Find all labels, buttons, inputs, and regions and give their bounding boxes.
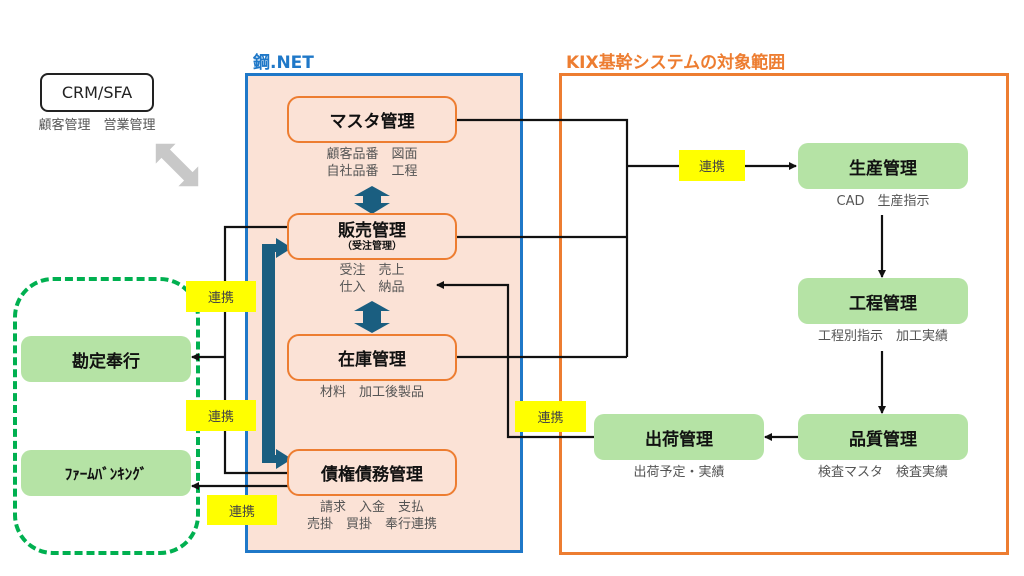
external-systems-group: [13, 277, 200, 555]
link-tag-shipping: 連携: [515, 401, 586, 432]
module-quality-label: 品質管理: [849, 429, 917, 450]
module-firm-banking-label: ﾌｧｰﾑﾊﾞﾝｷﾝｸﾞ: [64, 464, 148, 483]
module-inventory-sub: 材料 加工後製品: [319, 385, 424, 400]
module-inventory-label: 在庫管理: [338, 350, 406, 370]
module-shipping[interactable]: 出荷管理: [594, 414, 764, 460]
module-master[interactable]: マスタ管理: [287, 96, 457, 143]
module-process-sub: 工程別指示 加工実績: [817, 329, 948, 344]
module-ar-ap-label: 債権債務管理: [321, 465, 423, 485]
module-ar-ap-sub: 請求 入金 支払 売掛 買掛 奉行連携: [306, 500, 437, 532]
module-kanjo-bugyo-label: 勘定奉行: [72, 351, 140, 372]
link-tag-production: 連携: [679, 150, 745, 181]
module-master-label: マスタ管理: [329, 112, 415, 132]
module-master-sub: 顧客品番 図面 自社品番 工程: [326, 147, 418, 179]
net-title: 鋼.NET: [253, 53, 314, 73]
module-shipping-label: 出荷管理: [645, 429, 713, 450]
module-process[interactable]: 工程管理: [798, 278, 968, 324]
module-production-sub: CAD 生産指示: [836, 194, 930, 209]
module-process-label: 工程管理: [849, 293, 917, 314]
crm-sfa-system[interactable]: CRM/SFA: [40, 73, 154, 112]
module-sales-sub: 受注 売上 仕入 納品: [339, 263, 405, 295]
module-kanjo-bugyo[interactable]: 勘定奉行: [21, 336, 191, 382]
module-quality-sub: 検査マスタ 検査実績: [817, 465, 948, 480]
module-sales-label: 販売管理: [338, 220, 406, 241]
kix-title: KIX基幹システムの対象範囲: [566, 53, 786, 73]
module-shipping-sub: 出荷予定・実績: [633, 465, 725, 480]
module-sales[interactable]: 販売管理 （受注管理）: [287, 213, 457, 260]
link-tag-kanjo-bottom: 連携: [186, 400, 256, 431]
crm-sync-arrow: [155, 143, 199, 187]
link-tag-kanjo-top: 連携: [186, 281, 256, 312]
module-firm-banking[interactable]: ﾌｧｰﾑﾊﾞﾝｷﾝｸﾞ: [21, 450, 191, 496]
crm-sub: 顧客管理 営業管理: [38, 118, 156, 133]
link-tag-firmbanking: 連携: [207, 495, 277, 525]
module-inventory[interactable]: 在庫管理: [287, 334, 457, 381]
module-ar-ap[interactable]: 債権債務管理: [287, 449, 457, 496]
module-quality[interactable]: 品質管理: [798, 414, 968, 460]
module-sales-note: （受注管理）: [342, 240, 402, 252]
module-production[interactable]: 生産管理: [798, 143, 968, 189]
module-production-label: 生産管理: [849, 158, 917, 179]
